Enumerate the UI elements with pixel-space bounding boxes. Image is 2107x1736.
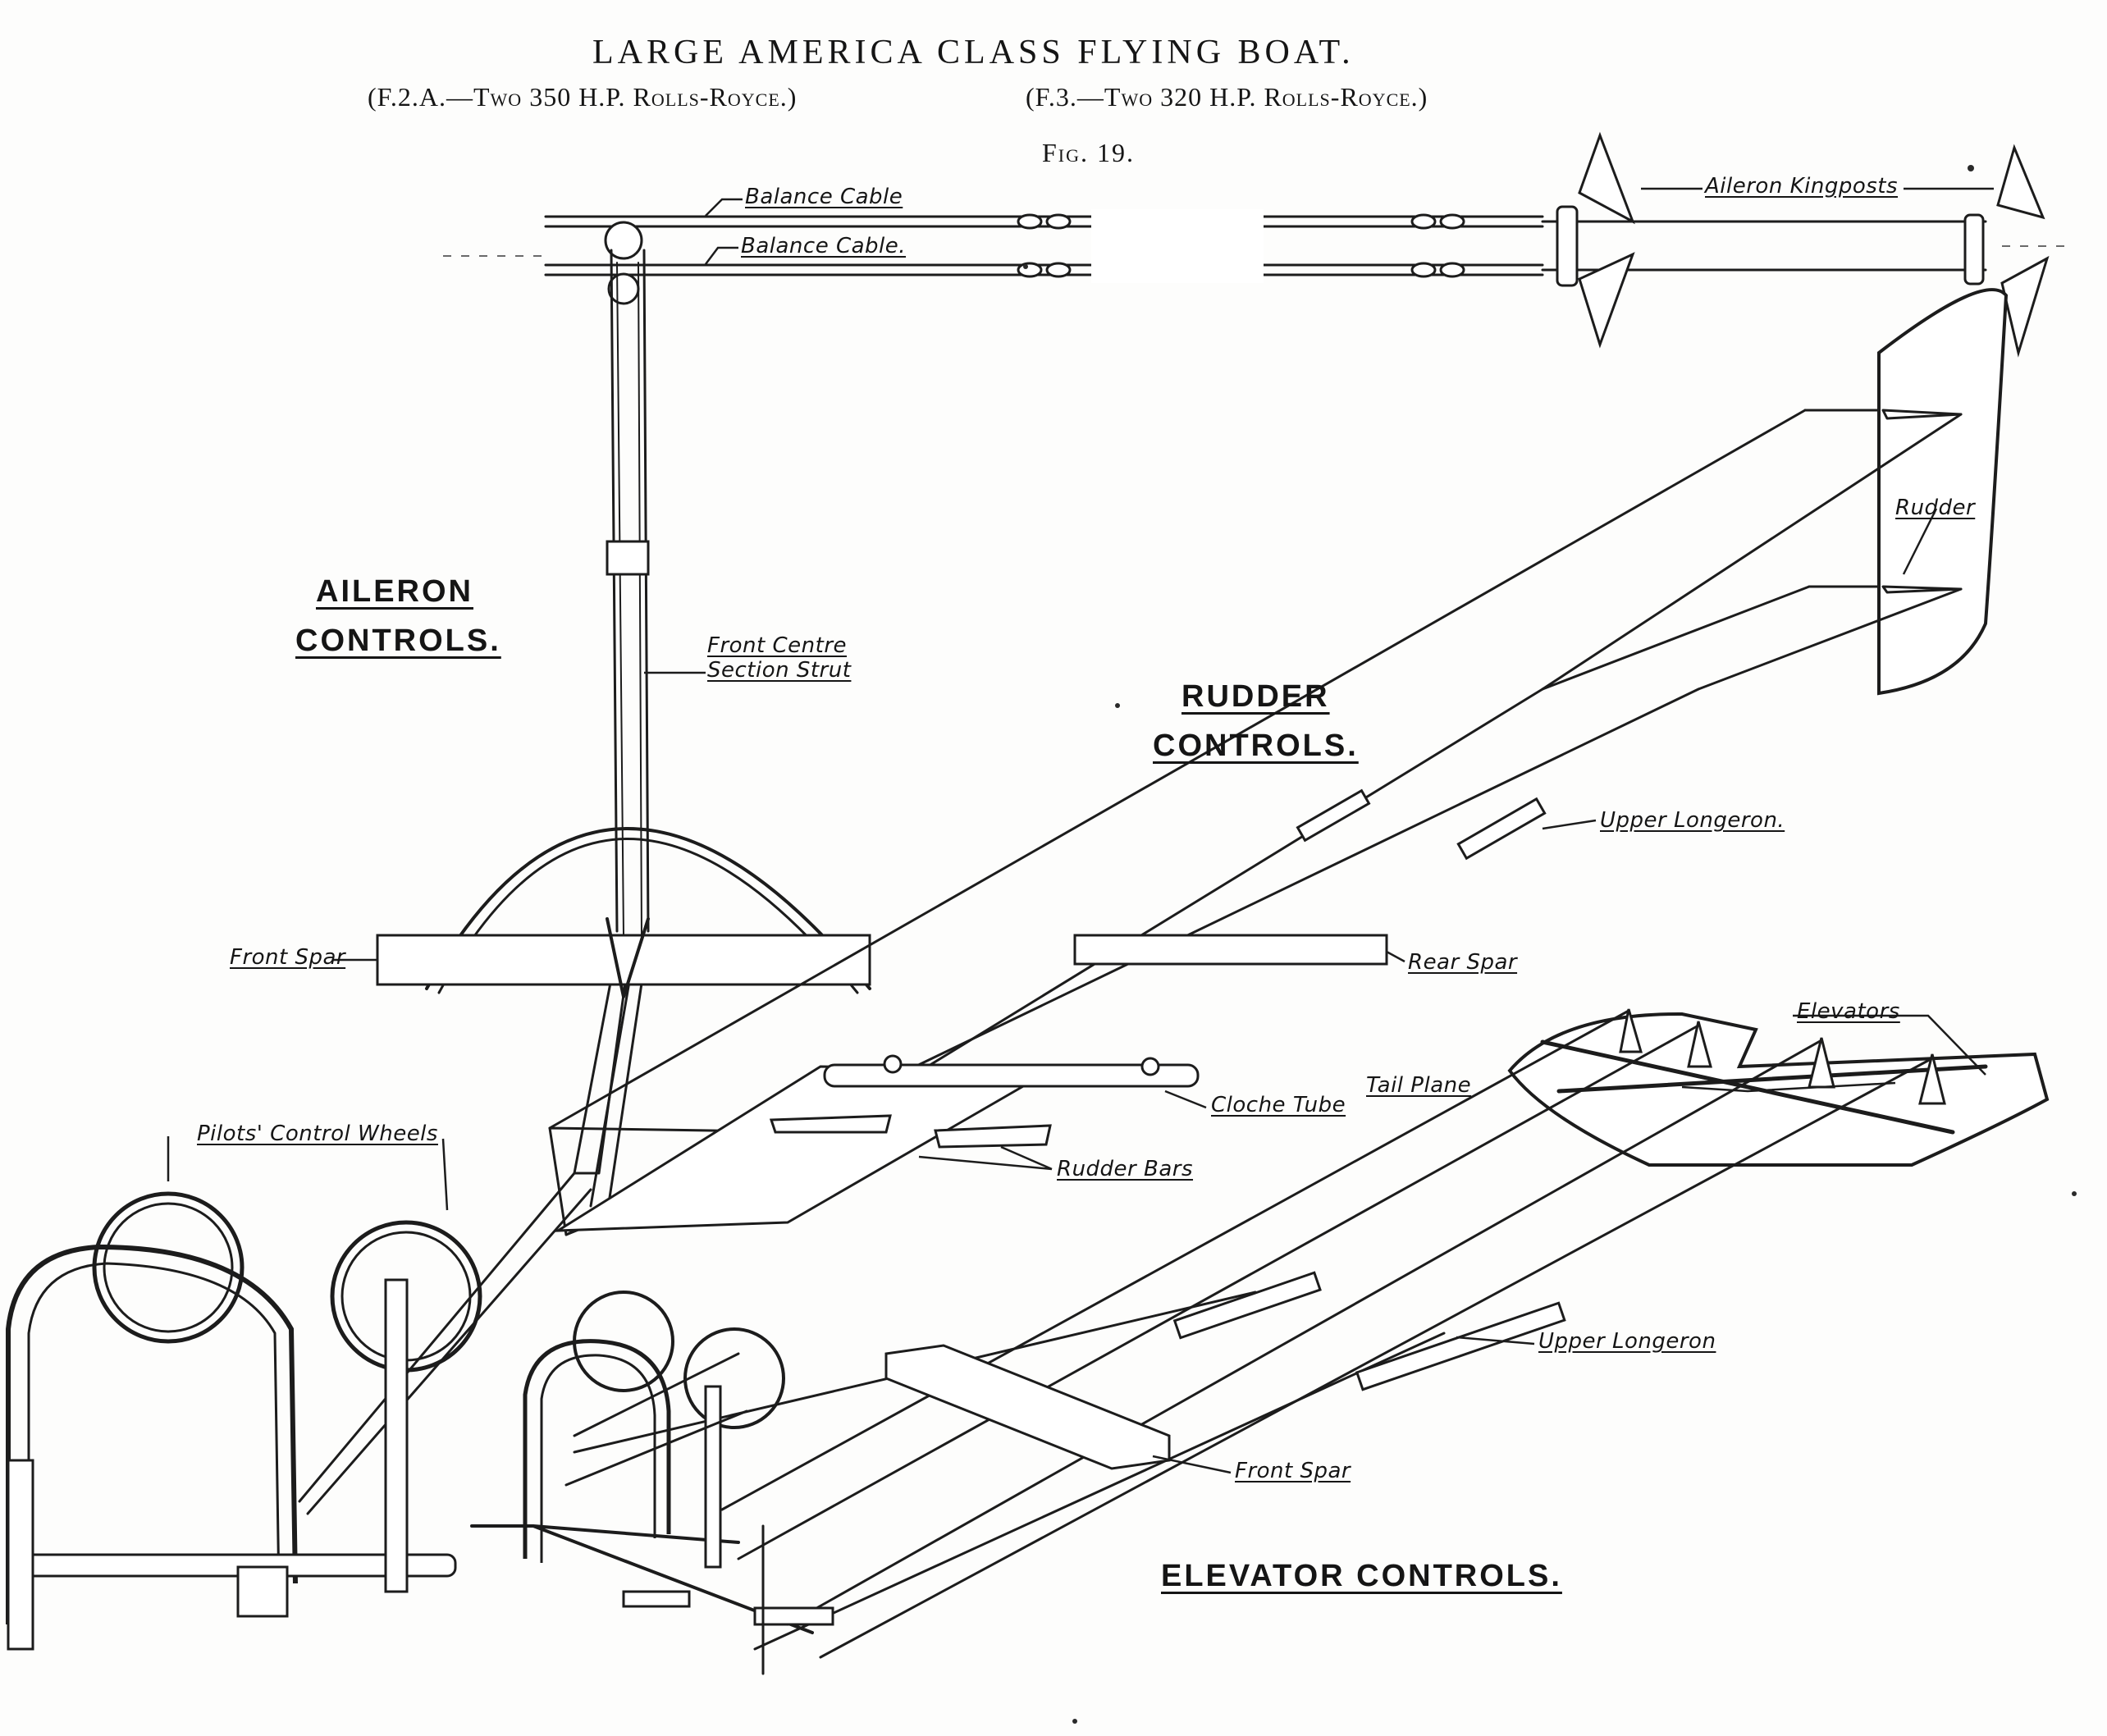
rudder-bars <box>769 1114 1052 1149</box>
subtitle-f3: (F.3.—Two 320 H.P. Rolls-Royce.) <box>1026 82 1428 112</box>
aileron-controls-heading-1: AILERON <box>316 574 473 609</box>
balance-cables <box>443 205 2068 305</box>
label-tail-plane: Tail Plane <box>1366 1073 1472 1098</box>
label-rear-spar: Rear Spar <box>1408 950 1518 975</box>
figure-number: Fig. 19. <box>1042 138 1136 167</box>
leader-lines <box>167 187 1994 1474</box>
cloche-tube <box>823 1054 1200 1088</box>
aileron-controls-heading-2: CONTROLS. <box>295 624 501 658</box>
label-front-spar-elevator: Front Spar <box>1235 1459 1351 1483</box>
elevator-kingposts <box>1619 1008 1946 1105</box>
pilots-control-wheels <box>6 1191 482 1651</box>
front-centre-section-strut <box>298 249 650 1515</box>
elevator-control-wheels <box>470 1291 834 1675</box>
label-aileron-kingposts: Aileron Kingposts <box>1705 174 1899 199</box>
label-cloche-tube: Cloche Tube <box>1211 1093 1346 1117</box>
label-rudder: Rudder <box>1895 496 1976 520</box>
rudder-cables <box>548 409 1963 1236</box>
label-front-centre-strut-2: Section Strut <box>707 658 852 683</box>
label-pilots-control-wheels: Pilots' Control Wheels <box>197 1122 438 1146</box>
rudder-controls-heading-1: RUDDER <box>1181 679 1330 714</box>
subtitle-f2a: (F.2.A.—Two 350 H.P. Rolls-Royce.) <box>368 82 798 112</box>
label-front-centre-strut-1: Front Centre <box>707 633 847 658</box>
page-specks <box>1023 165 2077 1724</box>
page-title: LARGE AMERICA CLASS FLYING BOAT. <box>592 34 1355 71</box>
label-balance-cable-upper: Balance Cable <box>745 185 903 209</box>
elevator-cables <box>573 1009 1934 1659</box>
label-upper-longeron-rudder: Upper Longeron. <box>1600 808 1785 833</box>
label-rudder-bars: Rudder Bars <box>1057 1157 1194 1181</box>
label-upper-longeron-elevator: Upper Longeron <box>1538 1329 1716 1354</box>
front-spar-aileron <box>376 827 871 998</box>
label-balance-cable-lower: Balance Cable. <box>741 234 907 258</box>
label-front-spar-aileron: Front Spar <box>230 945 346 970</box>
elevator-controls-heading: ELEVATOR CONTROLS. <box>1161 1559 1562 1593</box>
rudder-controls-heading-2: CONTROLS. <box>1153 729 1359 763</box>
aileron-kingposts <box>1578 131 2050 358</box>
rudder <box>1803 288 2009 696</box>
label-elevators: Elevators <box>1797 999 1900 1024</box>
